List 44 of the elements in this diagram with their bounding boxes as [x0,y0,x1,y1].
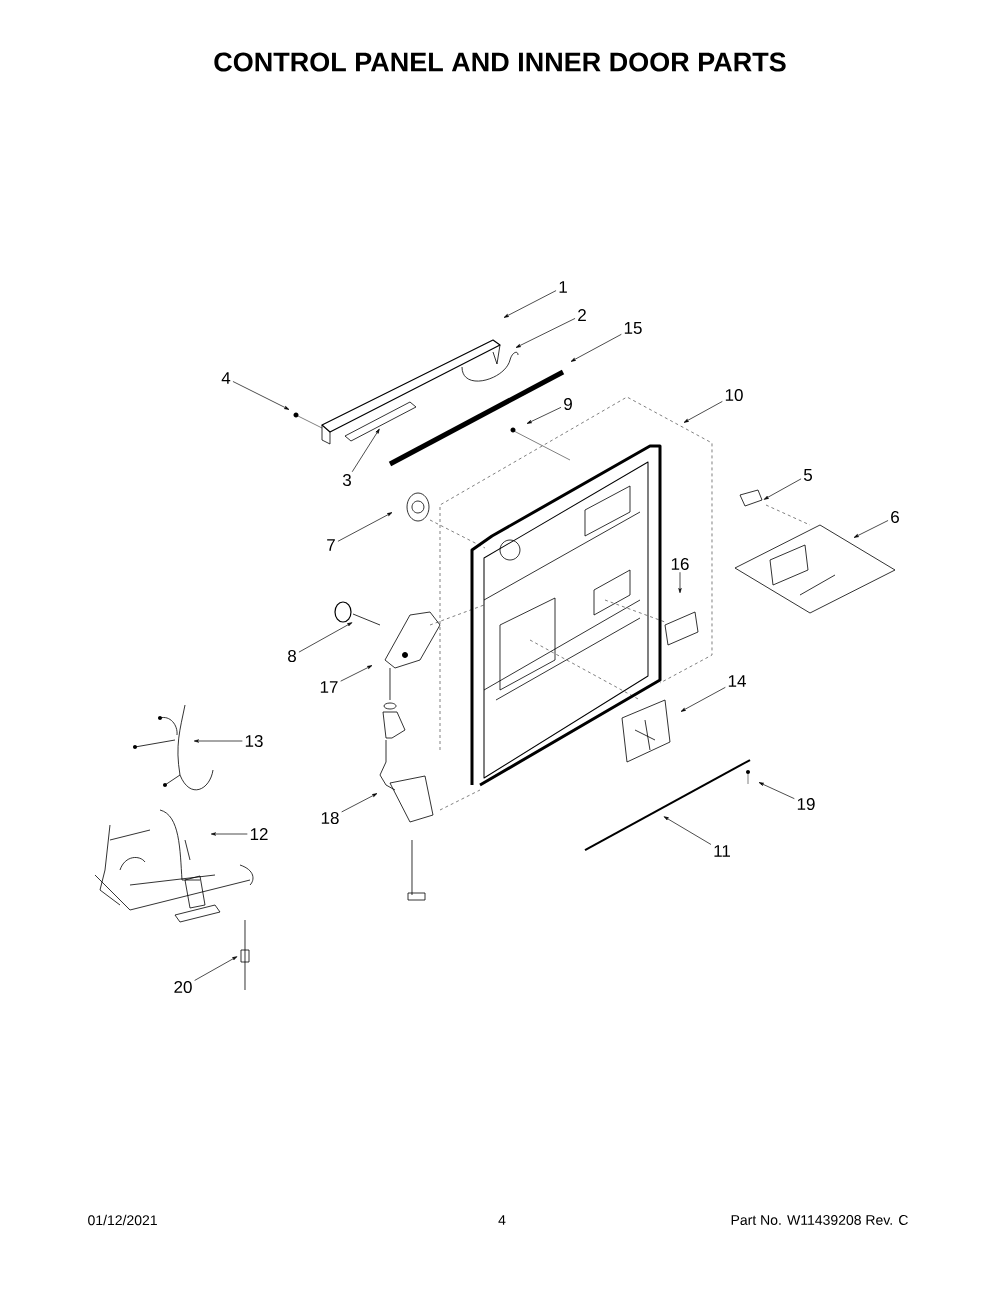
leader-line [340,665,373,682]
callout-number: 13 [245,735,263,748]
leader-line [680,687,726,712]
footer-text: 4 [498,1215,506,1225]
leader-line [663,816,712,845]
leader-line [758,782,795,799]
footer-text: Part No. W11439208 Rev. C [731,1215,908,1225]
callout-number: 6 [891,511,899,524]
leader-line [232,381,290,410]
callout-number: 12 [250,828,268,840]
callout-number: 1 [559,281,567,293]
callout-number: 15 [624,322,642,334]
callout-number: 10 [725,389,743,402]
leader-line [337,512,393,542]
callout-number: 8 [288,650,296,663]
callout-number: 16 [671,558,689,571]
callout-number: 2 [578,309,586,321]
callout-number: 18 [321,812,339,825]
leader-line [341,793,378,813]
callout-number: 14 [728,675,746,687]
leader-line [853,520,889,538]
leader-line [194,956,238,981]
title: CONTROL PANEL AND INNER DOOR PARTS [214,52,786,72]
callout-number: 17 [320,681,338,693]
callout-number: 19 [797,798,815,811]
leader-line [570,333,622,362]
callout-number: 9 [564,398,572,411]
callout-number: 3 [342,474,351,487]
leader-line [683,401,723,423]
callout-number: 20 [174,981,192,994]
callout-number: 11 [714,845,730,857]
leader-line [193,739,243,743]
leader-line [515,318,576,348]
callout-number: 5 [803,469,812,481]
leader-line [526,406,562,424]
leader-line [351,428,380,473]
callout-number: 7 [327,539,335,551]
leader-line [210,832,248,836]
footer-text: 01/12/2021 [88,1214,157,1226]
callout-number: 4 [221,372,231,384]
leader-line [763,478,802,500]
leader-line [678,571,682,594]
leader-line [298,622,353,653]
leader-line [503,290,557,318]
